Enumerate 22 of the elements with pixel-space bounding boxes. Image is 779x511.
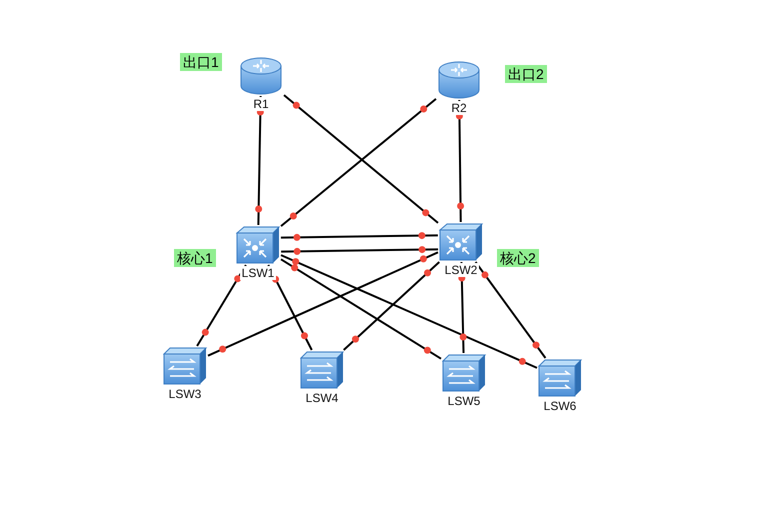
network-link	[474, 261, 546, 359]
device-name: R1	[251, 97, 271, 111]
role-tag: 核心1	[174, 249, 216, 267]
device-name: LSW5	[446, 394, 482, 408]
role-tag: 出口2	[505, 65, 547, 83]
device-name: LSW3	[166, 387, 204, 401]
network-link	[257, 96, 262, 226]
device-name: LSW2	[442, 263, 480, 277]
network-link	[280, 234, 438, 239]
network-link	[196, 264, 247, 347]
network-link	[280, 254, 538, 369]
network-link	[281, 248, 438, 253]
role-tag: 核心2	[497, 249, 539, 267]
device-name: LSW6	[542, 399, 578, 413]
device-name: LSW1	[240, 266, 276, 280]
device-name: R2	[449, 101, 469, 115]
role-tag: 出口1	[180, 53, 222, 71]
device-name: LSW4	[304, 391, 340, 405]
network-link	[458, 100, 462, 222]
network-link	[343, 261, 440, 351]
network-link	[208, 251, 438, 357]
network-link	[280, 258, 442, 360]
